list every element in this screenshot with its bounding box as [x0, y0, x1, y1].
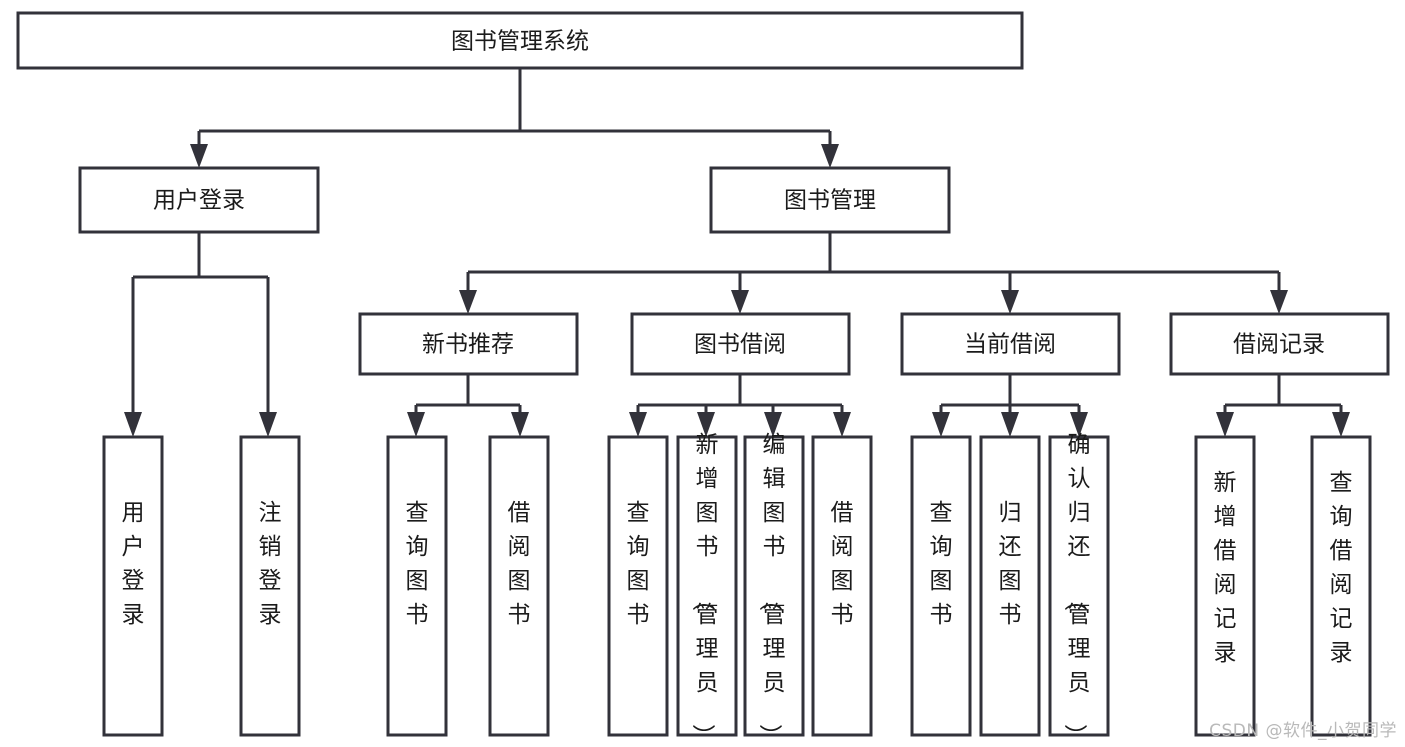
node-leaf-logout-label: 注销登录: [259, 500, 282, 628]
node-root-system[interactable]: 图书管理系统: [16, 11, 1024, 70]
arrow-head-book-borrow: [731, 290, 749, 314]
watermark-label: CSDN @软件_小贺同学: [1209, 721, 1397, 741]
node-leaf-nb-borrow-book[interactable]: 借阅图书: [488, 435, 550, 737]
arrow-head-leaf-bb-4: [833, 412, 851, 437]
arrow-head-bookmgmt: [821, 144, 839, 168]
node-borrow-record-label: 借阅记录: [1233, 332, 1325, 358]
node-leaf-nb-borrow-book-label: 借阅图书: [508, 500, 531, 628]
node-leaf-user-login-box[interactable]: [102, 435, 164, 737]
arrow-head-leaf-nb-2: [511, 412, 529, 437]
node-book-management-label: 图书管理: [784, 188, 876, 214]
node-root-system-label: 图书管理系统: [451, 29, 589, 55]
node-leaf-br-query-record[interactable]: 查询借阅记录: [1310, 435, 1372, 737]
node-leaf-br-add-record-box[interactable]: [1194, 435, 1256, 737]
arrow-head-leaf-bb-2: [697, 412, 715, 437]
node-new-book-recommend[interactable]: 新书推荐: [358, 312, 579, 376]
node-leaf-cb-query-book-label: 查询图书: [930, 500, 953, 628]
node-leaf-cb-query-book-box[interactable]: [910, 435, 972, 737]
node-leaf-user-login-label: 用户登录: [122, 500, 145, 628]
node-leaf-bb-edit-book-label: 编辑图书（管理员）: [757, 432, 786, 747]
node-current-borrow[interactable]: 当前借阅: [900, 312, 1121, 376]
arrow-head-leaf-bb-3: [764, 412, 782, 437]
node-leaf-logout[interactable]: 注销登录: [239, 435, 301, 737]
node-user-login[interactable]: 用户登录: [78, 166, 320, 234]
node-leaf-nb-borrow-book-box[interactable]: [488, 435, 550, 737]
arrow-head-current-borrow: [1001, 290, 1019, 314]
node-leaf-cb-confirm-return-box[interactable]: [1048, 435, 1110, 737]
node-new-book-recommend-box[interactable]: [358, 312, 579, 376]
node-leaf-user-login[interactable]: 用户登录: [102, 435, 164, 737]
arrow-head-leaf-cb-3: [1070, 412, 1088, 437]
node-leaf-cb-return-book[interactable]: 归还图书: [979, 435, 1041, 737]
node-leaf-bb-borrow-book[interactable]: 借阅图书: [811, 435, 873, 737]
node-leaf-bb-query-book[interactable]: 查询图书: [607, 435, 669, 737]
connector-group-userlogin: [124, 232, 277, 437]
connector-group-borrow-record: [1216, 374, 1350, 437]
connector-group-new-book: [407, 374, 529, 437]
arrow-head-leaf-bb-1: [629, 412, 647, 437]
node-leaf-cb-confirm-return-label: 确认归还（管理员）: [1062, 432, 1091, 747]
node-leaf-bb-edit-book[interactable]: 编辑图书（管理员）: [743, 432, 805, 747]
connector-group-current-borrow: [932, 374, 1088, 437]
arrow-head-leaf-logout: [259, 412, 277, 437]
node-leaf-br-query-record-label: 查询借阅记录: [1330, 470, 1353, 666]
node-leaf-bb-query-book-label: 查询图书: [627, 500, 650, 628]
node-book-borrow-box[interactable]: [630, 312, 851, 376]
node-leaf-cb-query-book[interactable]: 查询图书: [910, 435, 972, 737]
node-current-borrow-label: 当前借阅: [964, 332, 1056, 358]
node-leaf-logout-box[interactable]: [239, 435, 301, 737]
node-leaf-bb-add-book-label: 新增图书（管理员）: [690, 432, 719, 747]
node-leaf-bb-edit-book-box[interactable]: [743, 435, 805, 737]
node-book-borrow-label: 图书借阅: [694, 332, 786, 358]
arrow-head-leaf-cb-2: [1001, 412, 1019, 437]
connector-group-root: [190, 68, 839, 168]
node-borrow-record[interactable]: 借阅记录: [1169, 312, 1390, 376]
node-new-book-recommend-label: 新书推荐: [422, 332, 514, 358]
arrow-head-new-book: [459, 290, 477, 314]
arrow-head-leaf-user-login: [124, 412, 142, 437]
node-leaf-cb-return-book-box[interactable]: [979, 435, 1041, 737]
node-root-system-box[interactable]: [16, 11, 1024, 70]
node-leaf-br-add-record-label: 新增借阅记录: [1214, 470, 1237, 666]
node-leaf-bb-add-book-box[interactable]: [676, 435, 738, 737]
node-user-login-box[interactable]: [78, 166, 320, 234]
arrow-head-userlogin: [190, 144, 208, 168]
node-user-login-label: 用户登录: [153, 188, 245, 214]
node-leaf-bb-borrow-book-label: 借阅图书: [831, 500, 854, 628]
node-book-borrow[interactable]: 图书借阅: [630, 312, 851, 376]
arrow-head-leaf-br-1: [1216, 412, 1234, 437]
arrow-head-leaf-br-2: [1332, 412, 1350, 437]
arrow-head-leaf-cb-1: [932, 412, 950, 437]
node-leaf-nb-query-book-box[interactable]: [386, 435, 448, 737]
node-book-management[interactable]: 图书管理: [709, 166, 951, 234]
node-leaf-br-query-record-box[interactable]: [1310, 435, 1372, 737]
node-leaf-cb-confirm-return[interactable]: 确认归还（管理员）: [1048, 432, 1110, 747]
node-leaf-bb-borrow-book-box[interactable]: [811, 435, 873, 737]
node-leaf-cb-return-book-label: 归还图书: [999, 500, 1022, 628]
node-borrow-record-box[interactable]: [1169, 312, 1390, 376]
arrow-head-leaf-nb-1: [407, 412, 425, 437]
node-current-borrow-box[interactable]: [900, 312, 1121, 376]
connector-group-bookmgmt: [459, 232, 1288, 314]
node-leaf-bb-add-book[interactable]: 新增图书（管理员）: [676, 432, 738, 747]
node-book-management-box[interactable]: [709, 166, 951, 234]
arrow-head-borrow-record: [1270, 290, 1288, 314]
connector-group-book-borrow: [629, 374, 851, 437]
node-leaf-nb-query-book-label: 查询图书: [406, 500, 429, 628]
node-leaf-nb-query-book[interactable]: 查询图书: [386, 435, 448, 737]
node-leaf-br-add-record[interactable]: 新增借阅记录: [1194, 435, 1256, 737]
node-leaf-bb-query-book-box[interactable]: [607, 435, 669, 737]
